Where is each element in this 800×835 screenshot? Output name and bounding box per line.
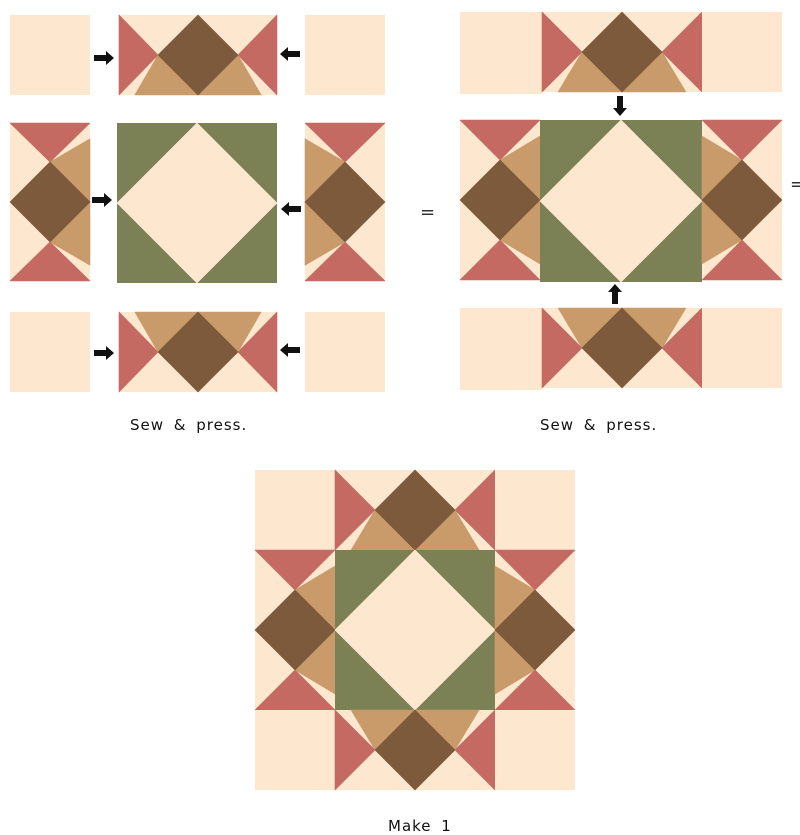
arrow-shape (281, 202, 301, 216)
arrow-shape (280, 343, 300, 357)
arrow-up-icon (608, 284, 622, 304)
arrow-shape (280, 47, 300, 61)
row-middle-right-star-point-unit (702, 120, 782, 280)
step-one-exploded-layout (10, 15, 385, 392)
row-top-corner-left (460, 12, 542, 94)
bottom-star-point-unit (119, 312, 277, 392)
row-top-corner-right (702, 12, 782, 92)
arrow-shape (613, 96, 627, 116)
arrow-shape (94, 346, 114, 360)
result-caption-make-1: Make 1 (388, 817, 452, 835)
arrow-right-icon (94, 346, 114, 360)
equals-sign-cropped: = (790, 174, 800, 195)
right-star-point-unit (305, 123, 385, 281)
corner-square-top-right (305, 15, 385, 95)
row-middle-center-block (540, 120, 702, 282)
row-bottom-star-point-unit (542, 308, 702, 388)
finished-corner-top-right (495, 470, 575, 550)
arrow-left-icon (280, 343, 300, 357)
arrow-right-icon (94, 51, 114, 65)
arrow-right-icon (92, 193, 112, 207)
arrow-left-icon (280, 47, 300, 61)
equals-sign: = (420, 202, 435, 223)
step-caption-sew-press-right: Sew & press. (540, 416, 657, 434)
finished-left-star-point-unit (255, 550, 335, 710)
step-caption-sew-press-left: Sew & press. (130, 416, 247, 434)
corner-square-bottom-right (305, 312, 385, 392)
finished-center-block (335, 550, 495, 710)
arrow-shape (94, 51, 114, 65)
row-bottom-corner-left (460, 308, 542, 390)
row-bottom-corner-right (702, 308, 782, 388)
step-two-sewn-rows (460, 12, 782, 390)
arrow-shape (608, 284, 622, 304)
finished-top-star-point-unit (335, 470, 495, 550)
finished-bottom-star-point-unit (335, 710, 495, 790)
center-square-in-square-block (117, 123, 277, 283)
finished-right-star-point-unit (495, 550, 575, 710)
left-star-point-unit (10, 123, 90, 281)
corner-square-bottom-left (10, 312, 90, 392)
arrow-down-icon (613, 96, 627, 116)
arrow-shape (92, 193, 112, 207)
row-top-star-point-unit (542, 12, 702, 92)
top-star-point-unit (119, 15, 277, 95)
arrow-left-icon (281, 202, 301, 216)
corner-square-top-left (10, 15, 90, 95)
row-middle-left-star-point-unit (460, 120, 540, 280)
finished-corner-bottom-right (495, 710, 575, 790)
finished-block (255, 470, 575, 790)
finished-corner-top-left (255, 470, 335, 550)
finished-corner-bottom-left (255, 710, 335, 790)
